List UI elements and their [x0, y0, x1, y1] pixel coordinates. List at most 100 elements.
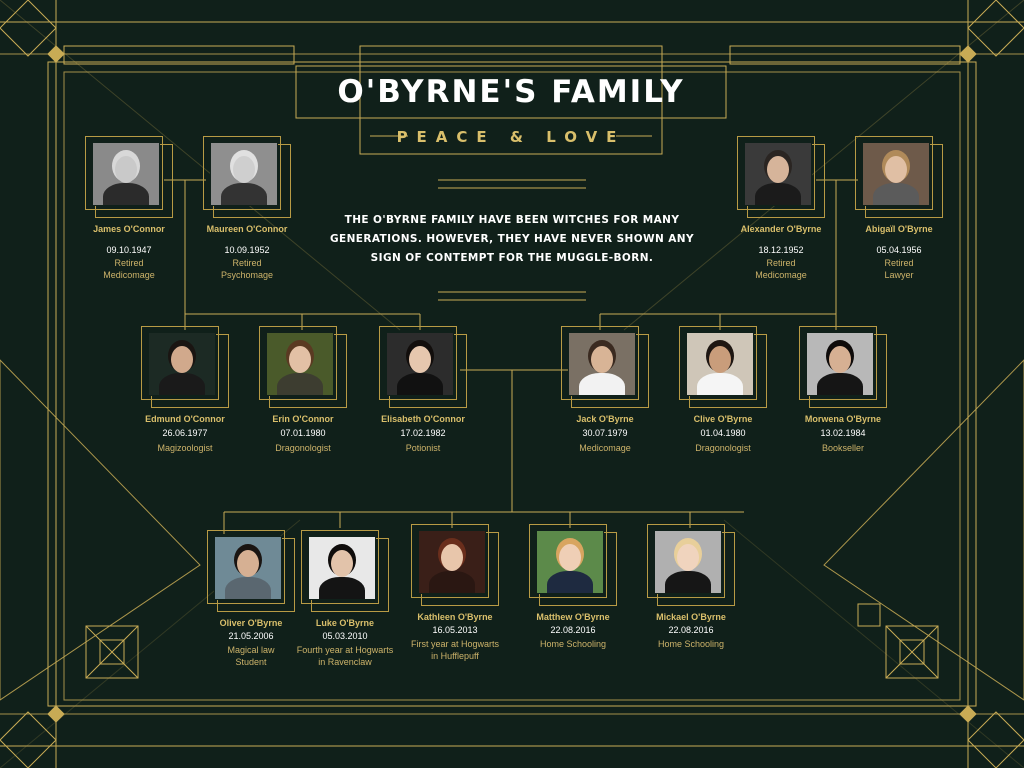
portrait-photo	[568, 332, 636, 396]
portrait-face	[237, 550, 259, 577]
person-name: Alexander O'Byrne	[740, 224, 822, 234]
corner-diamond-tr	[967, 0, 1024, 57]
portrait-face	[885, 156, 907, 183]
person-role: Medicomage	[579, 443, 631, 453]
left-box-ornament	[85, 625, 139, 679]
portrait-photo	[536, 530, 604, 594]
person-role: Fourth year at Hogwarts	[296, 645, 394, 655]
person-name: Jack O'Byrne	[576, 414, 634, 424]
portrait-face	[709, 346, 731, 373]
portrait-face	[591, 346, 613, 373]
person-name: Abigaïl O'Byrne	[865, 224, 933, 234]
portrait-face	[289, 346, 311, 373]
header-panel	[359, 45, 663, 155]
right-box-ornament	[885, 625, 939, 679]
page-title: O'Byrne's Family	[337, 74, 685, 110]
header-left-bar	[63, 45, 295, 65]
photo-frame	[301, 530, 379, 604]
portrait-photo	[214, 536, 282, 600]
photo-frame	[561, 326, 639, 400]
birth-date: 13.02.1984	[820, 428, 866, 438]
person-role: Medicomage	[103, 270, 155, 280]
person-role: in Hufflepuff	[431, 651, 479, 661]
right-box-ornament-inner	[899, 639, 925, 665]
portrait-photo	[806, 332, 874, 396]
photo-frame	[379, 326, 457, 400]
title-frame	[295, 65, 727, 119]
portrait-photo	[148, 332, 216, 396]
birth-date: 18.12.1952	[758, 245, 804, 255]
birth-date: 30.07.1979	[582, 428, 628, 438]
right-small-box	[857, 603, 881, 627]
portrait-face	[767, 156, 789, 183]
birth-date: 21.05.2006	[228, 631, 274, 641]
portrait-body	[159, 373, 205, 395]
person-role: Dragonologist	[695, 443, 751, 453]
diagonal-line	[723, 519, 1024, 768]
portrait-body	[873, 183, 919, 205]
birth-date: 22.08.2016	[668, 625, 714, 635]
portrait-body	[579, 373, 625, 395]
portrait-photo	[308, 536, 376, 600]
person-role: Psychomage	[220, 270, 274, 280]
portrait-photo	[654, 530, 722, 594]
corner-diamond-tl	[0, 0, 57, 57]
birth-date: 16.05.2013	[432, 625, 478, 635]
portrait-body	[547, 571, 593, 593]
portrait-face	[115, 156, 137, 183]
left-box-ornament-inner	[99, 639, 125, 665]
portrait-face	[677, 544, 699, 571]
family-intro-text: The O'Byrne family have been witches for…	[330, 214, 694, 264]
portrait-photo	[686, 332, 754, 396]
person-role: Medicomage	[755, 270, 807, 280]
corner-diamond-br	[967, 711, 1024, 768]
person-name: Morwena O'Byrne	[804, 414, 882, 424]
portrait-face	[829, 346, 851, 373]
portrait-face	[559, 544, 581, 571]
portrait-body	[429, 571, 475, 593]
portrait-photo	[92, 142, 160, 206]
portrait-body	[697, 373, 743, 395]
left-box-cross	[85, 625, 139, 679]
person-name: Luke O'Byrne	[315, 618, 375, 628]
birth-date: 09.10.1947	[106, 245, 152, 255]
portrait-body	[755, 183, 801, 205]
right-chevron	[823, 359, 1024, 701]
corner-small-diamond	[959, 705, 977, 723]
portrait-face	[409, 346, 431, 373]
person-name: Kathleen O'Byrne	[417, 612, 493, 622]
person-role: Home Schooling	[657, 639, 725, 649]
person-role: Student	[235, 657, 267, 667]
person-role: Retired	[884, 258, 914, 268]
portrait-face	[331, 550, 353, 577]
photo-frame	[679, 326, 757, 400]
person-name: Matthew O'Byrne	[536, 612, 610, 622]
portrait-body	[221, 183, 267, 205]
birth-date: 01.04.1980	[700, 428, 746, 438]
birth-date: 05.04.1956	[876, 245, 922, 255]
photo-frame	[647, 524, 725, 598]
portrait-face	[171, 346, 193, 373]
person-name: James O'Connor	[93, 224, 165, 234]
person-role: Retired	[766, 258, 796, 268]
portrait-body	[225, 577, 271, 599]
left-chevron	[0, 359, 201, 701]
birth-date: 05.03.2010	[322, 631, 368, 641]
person-role: Potionist	[405, 443, 441, 453]
title-box: O'Byrne's Family	[296, 66, 726, 118]
portrait-face	[233, 156, 255, 183]
portrait-photo	[386, 332, 454, 396]
frame-inner-rect	[47, 61, 977, 707]
person-name: Mickael O'Byrne	[656, 612, 726, 622]
portrait-photo	[418, 530, 486, 594]
portrait-body	[397, 373, 443, 395]
portrait-photo	[210, 142, 278, 206]
person-role: Lawyer	[884, 270, 914, 280]
photo-frame	[259, 326, 337, 400]
birth-date: 22.08.2016	[550, 625, 596, 635]
person-name: Edmund O'Connor	[145, 414, 225, 424]
person-role: Magizoologist	[157, 443, 213, 453]
page-subtitle: Peace & Love	[396, 128, 626, 146]
portrait-photo	[862, 142, 930, 206]
